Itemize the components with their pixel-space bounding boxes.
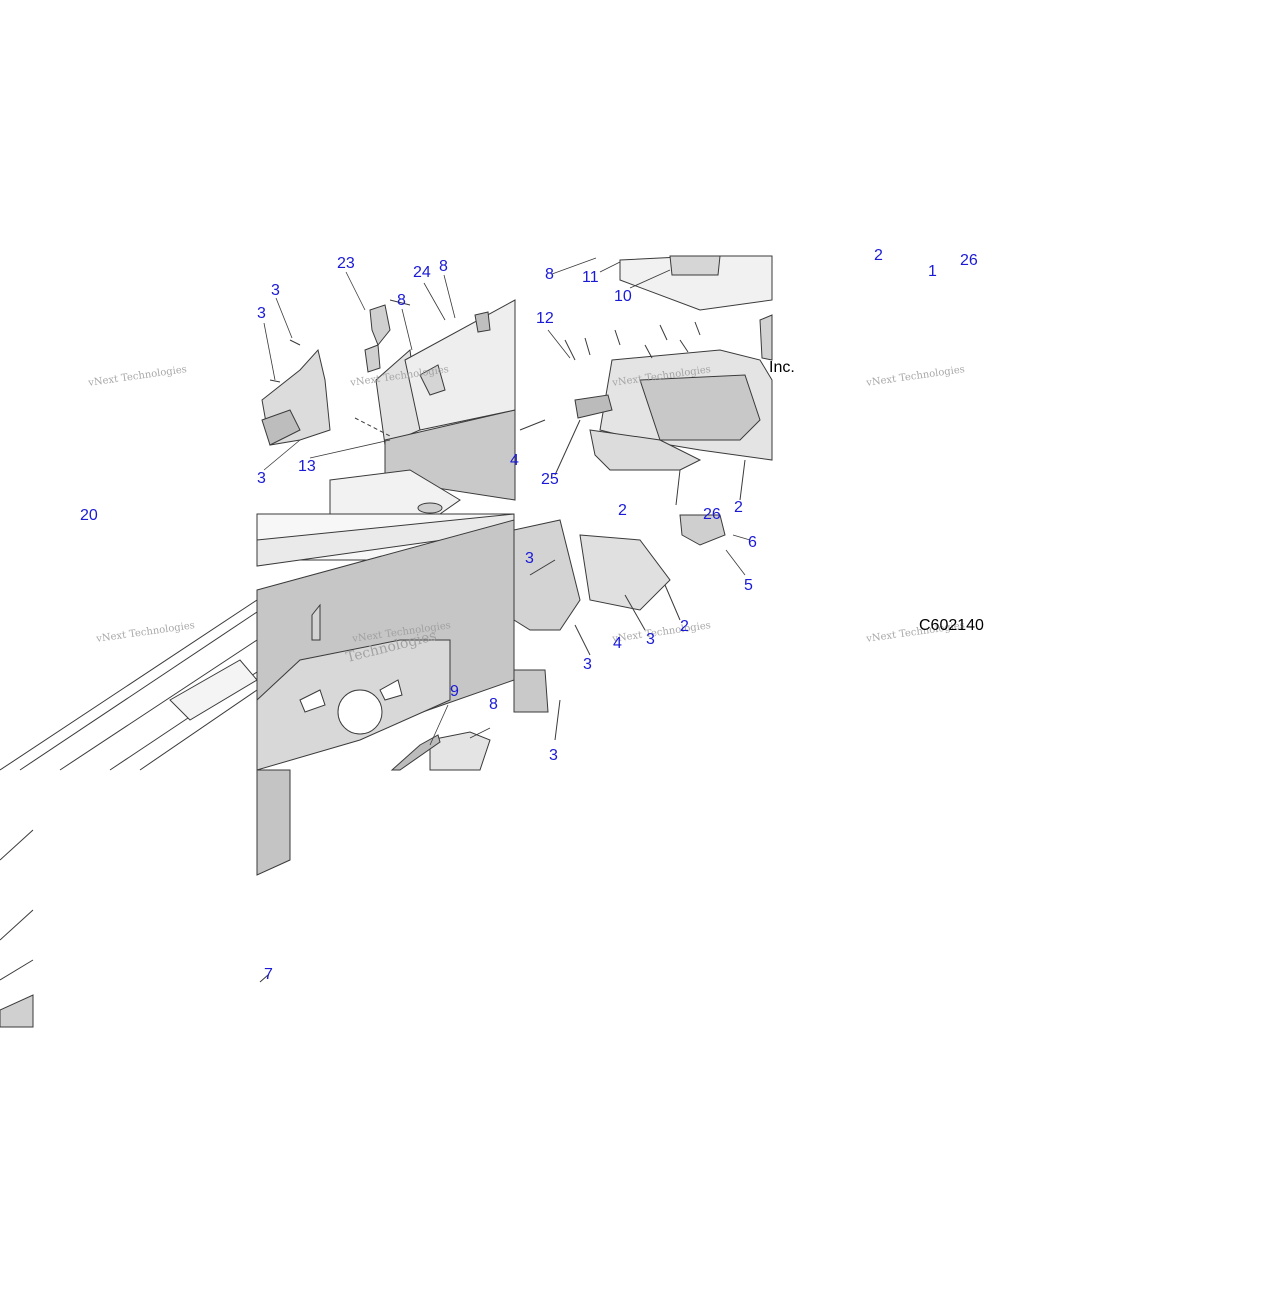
- tile-upper-right-parts: [554, 255, 773, 546]
- callout-leaders: [263, 257, 751, 746]
- callout-label: 23: [337, 255, 355, 272]
- callout-label: 1: [928, 263, 937, 280]
- tile-left-rails: [0, 599, 258, 771]
- callout-label: 8: [439, 258, 448, 275]
- callout-label: 3: [646, 631, 655, 648]
- callout-label: 4: [613, 635, 622, 652]
- callout-label: 13: [298, 458, 316, 475]
- callout-label: 2: [618, 502, 627, 519]
- callout-label: 2: [874, 247, 883, 264]
- callout-label: 8: [397, 292, 406, 309]
- tile-chassis-center: [256, 513, 681, 771]
- callout-label: 7: [264, 966, 273, 983]
- callout-label: 3: [257, 470, 266, 487]
- callout-label: 26: [960, 252, 978, 269]
- callout-label: 4: [510, 452, 519, 469]
- callout-label: 5: [744, 577, 753, 594]
- callout-label: 11: [582, 269, 599, 286]
- callout-label: 2: [734, 499, 743, 516]
- callout-label: 6: [748, 534, 757, 551]
- callout-label: 3: [549, 747, 558, 764]
- callout-label: 25: [541, 471, 559, 488]
- callout-label: 26: [703, 506, 721, 523]
- callout-label: 3: [583, 656, 592, 673]
- callout-label: 8: [545, 266, 554, 283]
- callout-label: 8: [489, 696, 498, 713]
- callout-label: 24: [413, 264, 431, 281]
- callout-label: 20: [80, 507, 98, 524]
- callout-label: 3: [525, 550, 534, 567]
- corner-text: Inc.: [769, 359, 795, 376]
- tile-upper-left-parts: [257, 256, 546, 515]
- figure-code: C602140: [919, 617, 984, 634]
- callout-label: 2: [680, 618, 689, 635]
- callout-label: 3: [257, 305, 266, 322]
- callout-label: 9: [450, 683, 459, 700]
- callout-label: 12: [536, 310, 554, 327]
- tile-lower-left: [0, 769, 291, 1028]
- callout-label: 3: [271, 282, 280, 299]
- callout-label: 10: [614, 288, 632, 305]
